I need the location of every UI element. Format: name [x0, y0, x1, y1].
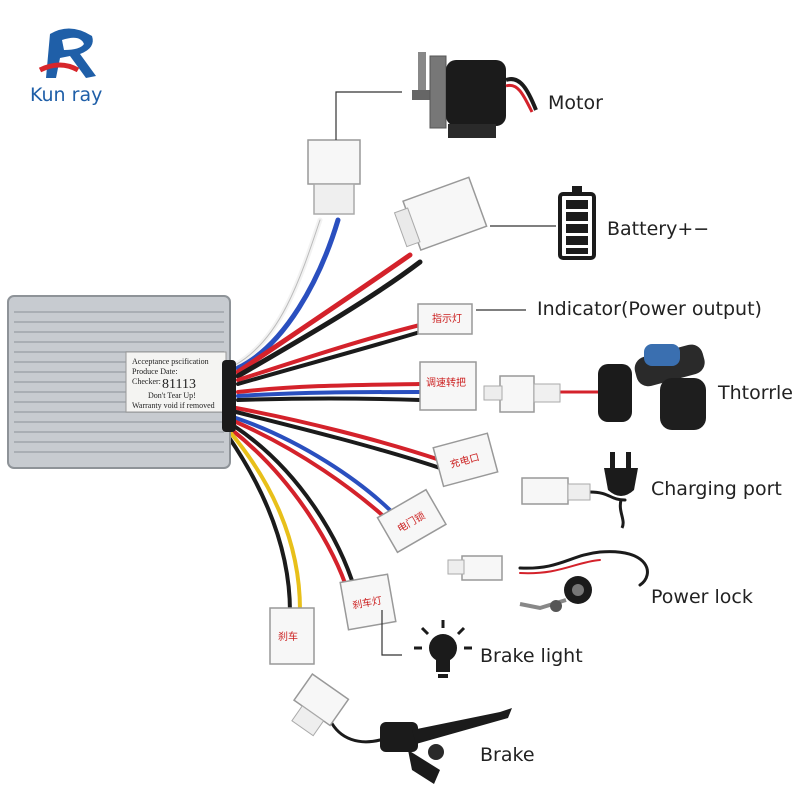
sticker-line-5: Warranty void if removed: [132, 401, 215, 410]
power-lock-label: Power lock: [651, 586, 753, 608]
power-lock-tag: 电门锁: [376, 488, 448, 554]
brand-name: Kun ray: [30, 84, 103, 106]
sticker-code: 81113: [162, 377, 196, 392]
wire-harness: [226, 217, 649, 744]
motor-label: Motor: [548, 92, 603, 114]
key-switch-icon: [519, 576, 592, 612]
power-lock-plug: [447, 555, 503, 581]
charging-tag: 充电口: [432, 432, 499, 488]
throttle-plug: [483, 375, 561, 413]
brake-light-label: Brake light: [480, 645, 583, 667]
brake-tag: 刹车: [269, 607, 315, 665]
charging-plug: [521, 477, 591, 505]
sticker-line-1: Acceptance pscification: [132, 357, 209, 366]
sticker-line-3: Checker:: [132, 377, 161, 386]
motor-connector: [307, 139, 361, 215]
indicator-label: Indicator(Power output): [537, 298, 762, 320]
brake-label: Brake: [480, 744, 535, 766]
throttle-label: Thtorrle: [718, 382, 793, 404]
indicator-tag-text: 指示灯: [432, 312, 462, 325]
brake-lever-icon: [380, 708, 512, 784]
sticker-line-4: Don't Tear Up!: [148, 391, 196, 400]
throttle-tag-text: 调速转把: [426, 376, 466, 389]
charging-label: Charging port: [651, 478, 782, 500]
sticker-line-2: Produce Date:: [132, 367, 178, 376]
battery-connector: [393, 176, 488, 252]
indicator-tag: 指示灯: [417, 303, 473, 335]
controller-box: Acceptance pscification Produce Date: Ch…: [7, 295, 236, 469]
leader-lines: [335, 91, 556, 656]
motor-icon: [412, 52, 538, 138]
throttle-tag: 调速转把: [419, 361, 477, 411]
battery-icon: [558, 186, 596, 260]
brand-logo: [38, 28, 96, 78]
controller-sticker: [125, 351, 227, 413]
throttle-icon: [598, 344, 706, 430]
brake-tag-text: 刹车: [278, 630, 298, 643]
brake-light-tag: 刹车灯: [339, 573, 397, 631]
plug-icon: [604, 452, 638, 529]
brake-plug: [291, 672, 350, 737]
battery-label: Battery+−: [607, 218, 710, 240]
bulb-icon: [414, 620, 472, 678]
